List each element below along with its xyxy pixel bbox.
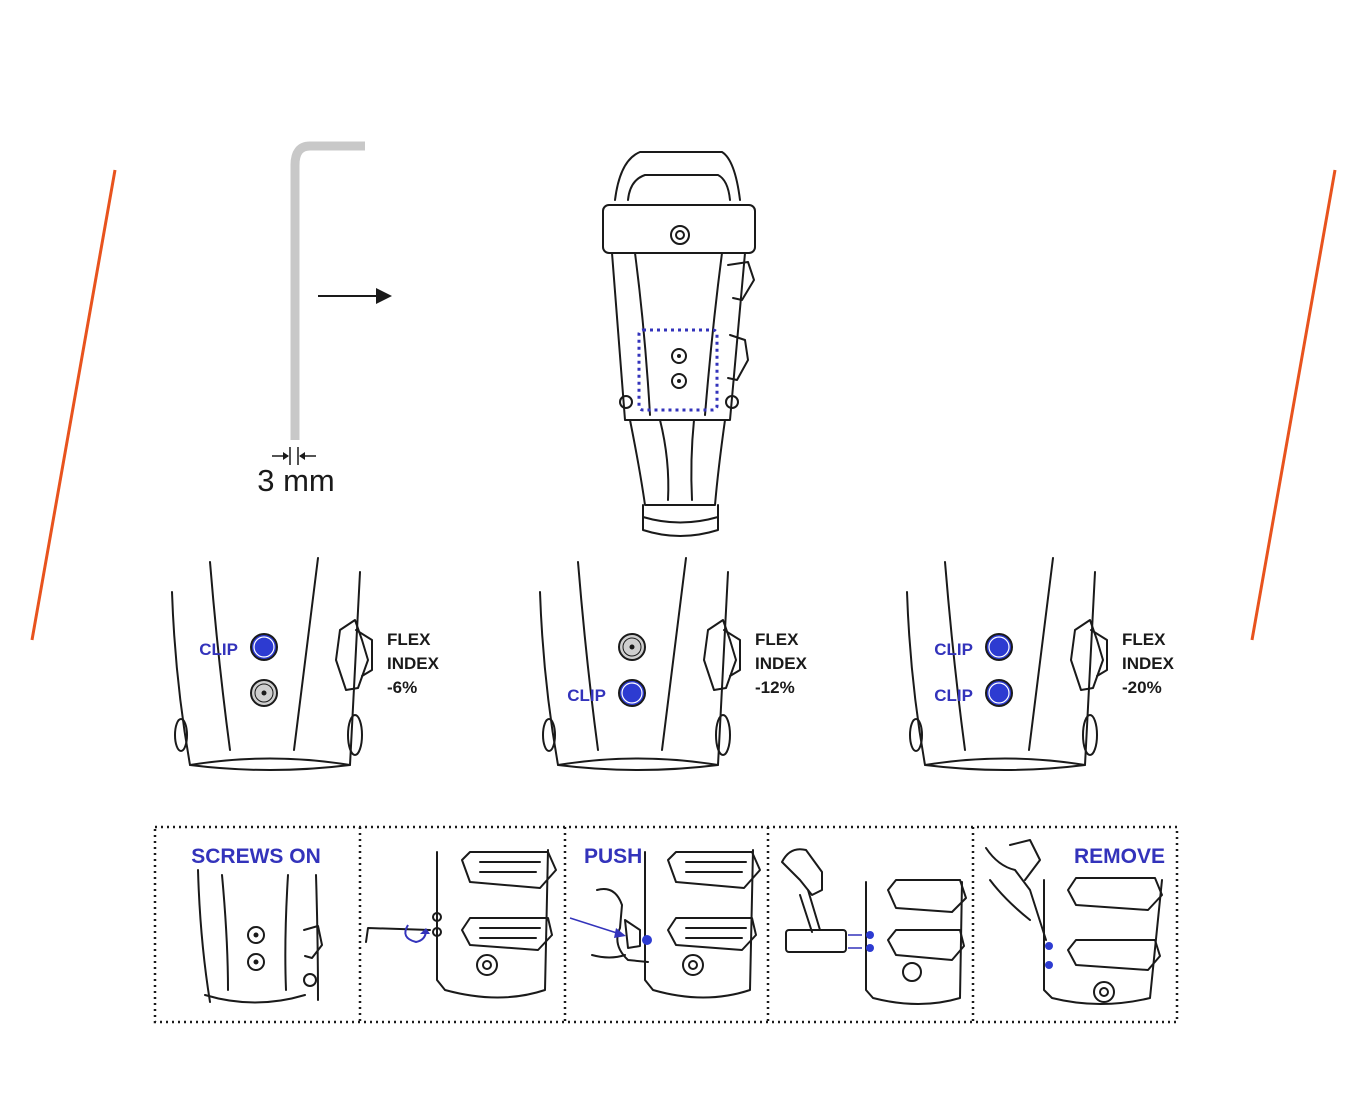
- boot-cuff-illustration: [602, 151, 756, 537]
- index-label: INDEX: [387, 654, 440, 673]
- flex-index-value: -6%: [387, 678, 417, 697]
- flex-panel-c: CLIP CLIP FLEX INDEX -20%: [906, 557, 1175, 771]
- step-push: PUSH: [569, 845, 761, 999]
- bottom-hole: [985, 679, 1013, 707]
- clip-label-top: CLIP: [934, 640, 973, 659]
- bottom-hole: [618, 679, 646, 707]
- step-label-screws-on: SCREWS ON: [191, 845, 321, 868]
- step-remove: REMOVE: [985, 839, 1165, 1005]
- flex-label: FLEX: [1122, 630, 1166, 649]
- flex-label: FLEX: [387, 630, 431, 649]
- clip-label-bottom: CLIP: [934, 686, 973, 705]
- flex-panel-b: CLIP FLEX INDEX -12%: [539, 557, 808, 771]
- flex-index-value: -20%: [1122, 678, 1162, 697]
- index-label: INDEX: [1122, 654, 1175, 673]
- flex-panel-a: CLIP FLEX INDEX -6%: [171, 557, 440, 771]
- step-label-push: PUSH: [584, 845, 642, 868]
- top-hole: [250, 633, 278, 661]
- step-screws-on: SCREWS ON: [191, 845, 323, 1004]
- clip-label-top: CLIP: [199, 640, 238, 659]
- top-hole: [985, 633, 1013, 661]
- clip-label-bottom: CLIP: [567, 686, 606, 705]
- left-orange-rule: [30, 169, 117, 641]
- hex-key-icon: [290, 141, 365, 440]
- step-punch: [781, 848, 967, 1005]
- step-turn-screws: [365, 849, 557, 999]
- steps-strip: [153, 825, 1179, 1024]
- flex-index-value: -12%: [755, 678, 795, 697]
- right-orange-rule: [1250, 169, 1337, 641]
- flex-label: FLEX: [755, 630, 799, 649]
- step-label-remove: REMOVE: [1074, 845, 1165, 868]
- key-width-dimension: [272, 447, 316, 465]
- tool-size-label: 3 mm: [257, 463, 335, 498]
- index-label: INDEX: [755, 654, 808, 673]
- arrow-right-icon: [318, 288, 392, 304]
